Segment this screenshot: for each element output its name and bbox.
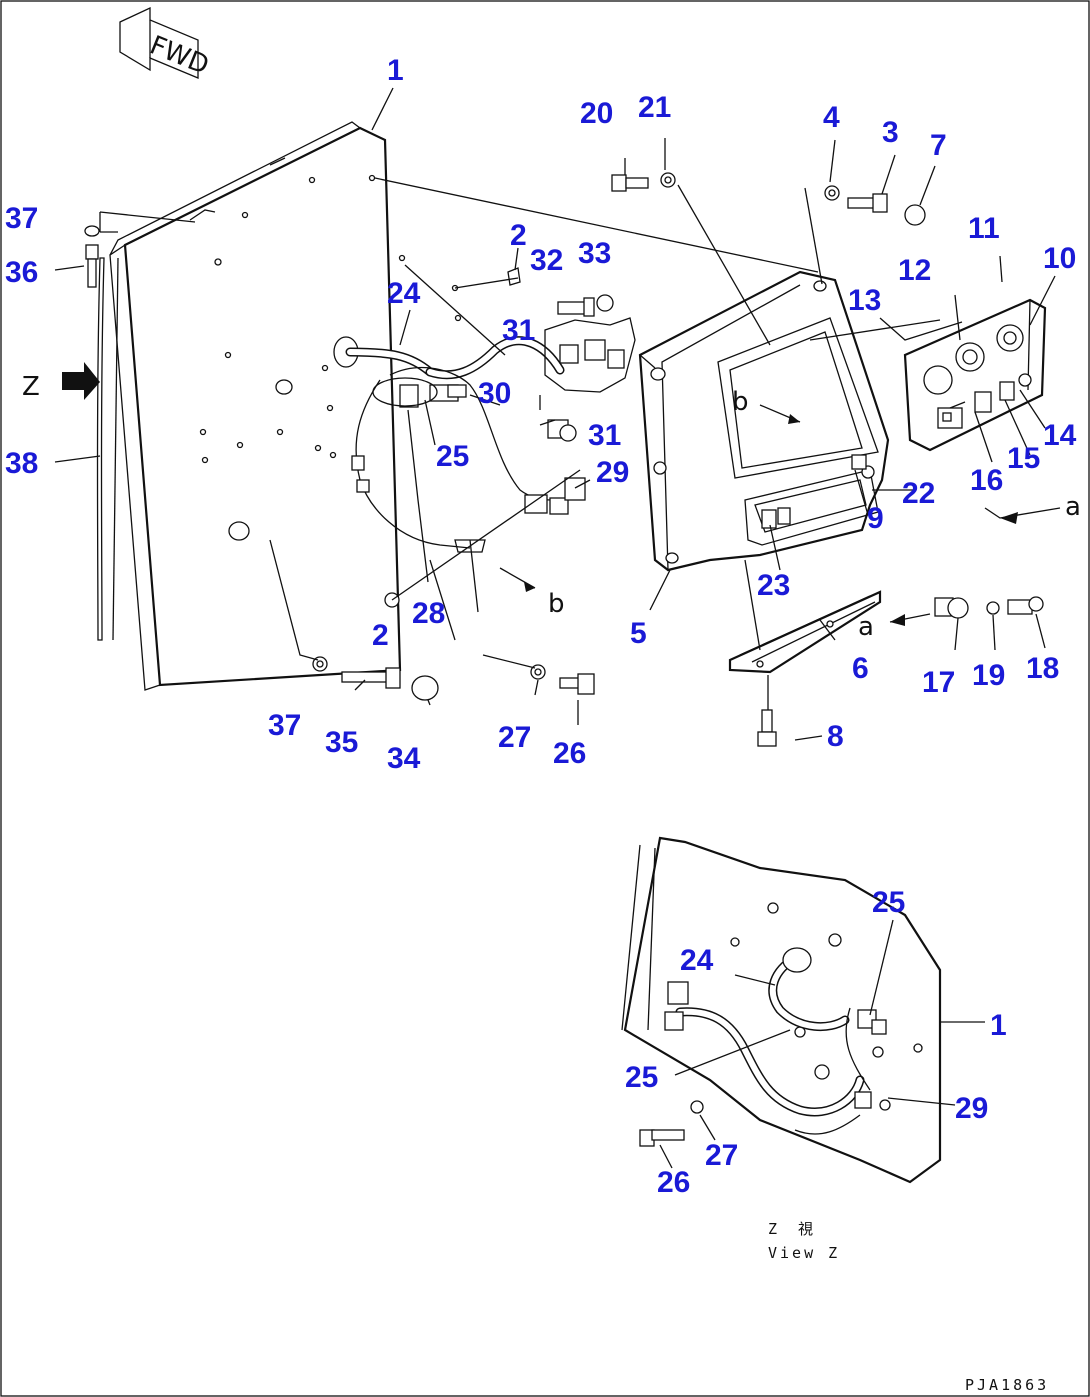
forward-label: FWD bbox=[145, 30, 213, 81]
knob-18 bbox=[1007, 596, 1044, 615]
callout-2-bottom[interactable]: 2 bbox=[372, 619, 389, 652]
callout-14[interactable]: 14 bbox=[1043, 419, 1077, 452]
callout-21[interactable]: 21 bbox=[638, 91, 671, 124]
callout-23[interactable]: 23 bbox=[757, 569, 790, 602]
callout-1[interactable]: 1 bbox=[387, 54, 404, 87]
callout-19[interactable]: 19 bbox=[972, 659, 1005, 692]
washer-37-bottom bbox=[312, 656, 328, 672]
view-z-arrow: Z bbox=[22, 362, 100, 402]
instrument-panel bbox=[903, 298, 1047, 452]
callout-15[interactable]: 15 bbox=[1007, 442, 1040, 475]
view-z-caption-jp: Z 視 bbox=[768, 1220, 816, 1238]
view-z-arrow-icon bbox=[62, 362, 100, 400]
drawing-number: PJA1863 bbox=[965, 1376, 1049, 1394]
leader-lines bbox=[54, 87, 1056, 741]
cap-34 bbox=[411, 675, 439, 701]
forward-arrow-icon: FWD bbox=[119, 6, 213, 81]
callout-7[interactable]: 7 bbox=[930, 129, 947, 162]
arrow-b-label-top: b bbox=[732, 387, 749, 417]
washer-19 bbox=[986, 601, 1000, 615]
bolt-26 bbox=[559, 673, 595, 695]
bolt-36 bbox=[85, 244, 99, 288]
seal-strip bbox=[96, 257, 119, 641]
callout-16[interactable]: 16 bbox=[970, 464, 1003, 497]
callout-5[interactable]: 5 bbox=[630, 617, 647, 650]
washer-4 bbox=[824, 185, 840, 201]
inset-callout-27[interactable]: 27 bbox=[705, 1139, 738, 1172]
washer-21 bbox=[660, 172, 676, 188]
switch-17 bbox=[934, 597, 969, 619]
callout-10[interactable]: 10 bbox=[1043, 242, 1076, 275]
bottom-plate bbox=[728, 590, 882, 674]
view-z-inset: Z 視 View Z bbox=[621, 836, 985, 1262]
callout-20[interactable]: 20 bbox=[580, 97, 613, 130]
callout-25[interactable]: 25 bbox=[436, 440, 469, 473]
callout-34[interactable]: 34 bbox=[387, 742, 421, 775]
callout-30[interactable]: 30 bbox=[478, 377, 511, 410]
callout-38[interactable]: 38 bbox=[5, 447, 38, 480]
callout-18[interactable]: 18 bbox=[1026, 652, 1059, 685]
arrow-b-label-bottom: b bbox=[548, 589, 565, 619]
bolt-8 bbox=[757, 709, 777, 747]
arrow-a: a a bbox=[858, 492, 1081, 642]
callout-8[interactable]: 8 bbox=[827, 720, 844, 753]
dashboard-cover bbox=[638, 270, 890, 572]
clip-2-top bbox=[507, 267, 521, 286]
bolt-32 bbox=[557, 297, 595, 317]
callouts-main: 1 2 32 33 24 31 30 31 25 29 37 36 38 2 2… bbox=[5, 54, 1077, 775]
callout-6[interactable]: 6 bbox=[852, 652, 869, 685]
arrow-b: b b bbox=[499, 387, 801, 619]
callout-27[interactable]: 27 bbox=[498, 721, 531, 754]
callout-28[interactable]: 28 bbox=[412, 597, 445, 630]
callout-22[interactable]: 22 bbox=[902, 477, 935, 510]
callout-13[interactable]: 13 bbox=[848, 284, 881, 317]
view-z-caption-en: View Z bbox=[768, 1244, 840, 1262]
callout-11[interactable]: 11 bbox=[968, 212, 1000, 245]
cap-7 bbox=[904, 204, 926, 226]
callout-2-top[interactable]: 2 bbox=[510, 219, 527, 252]
callout-24[interactable]: 24 bbox=[387, 277, 421, 310]
arrow-a-label-top: a bbox=[1065, 492, 1081, 522]
callouts-view-z: 25 24 1 25 29 27 26 bbox=[625, 886, 1007, 1199]
callout-29[interactable]: 29 bbox=[596, 456, 629, 489]
callout-3[interactable]: 3 bbox=[882, 116, 899, 149]
washer-37-top bbox=[84, 225, 100, 237]
inset-callout-26[interactable]: 26 bbox=[657, 1166, 690, 1199]
callout-17[interactable]: 17 bbox=[922, 666, 955, 699]
hose-assembly bbox=[333, 317, 636, 553]
bolt-3 bbox=[847, 193, 888, 213]
inset-callout-25-top[interactable]: 25 bbox=[872, 886, 905, 919]
bolt-20 bbox=[611, 174, 649, 192]
callout-31-top[interactable]: 31 bbox=[502, 314, 535, 347]
callout-37-top[interactable]: 37 bbox=[5, 202, 38, 235]
bolt-35 bbox=[341, 667, 401, 689]
callout-33[interactable]: 33 bbox=[578, 237, 611, 270]
callout-4[interactable]: 4 bbox=[823, 101, 840, 134]
callout-9[interactable]: 9 bbox=[867, 502, 884, 535]
inset-callout-1[interactable]: 1 bbox=[990, 1009, 1007, 1042]
callout-31-bottom[interactable]: 31 bbox=[588, 419, 621, 452]
callout-26[interactable]: 26 bbox=[553, 737, 586, 770]
callout-37-bottom[interactable]: 37 bbox=[268, 709, 301, 742]
view-z-label: Z bbox=[22, 372, 40, 402]
arrow-a-label-bottom: a bbox=[858, 612, 874, 642]
nut-33 bbox=[596, 294, 614, 312]
callout-32[interactable]: 32 bbox=[530, 244, 563, 277]
callout-35[interactable]: 35 bbox=[325, 726, 358, 759]
inset-callout-25-bottom[interactable]: 25 bbox=[625, 1061, 658, 1094]
inset-callout-29[interactable]: 29 bbox=[955, 1092, 988, 1125]
callout-12[interactable]: 12 bbox=[898, 254, 931, 287]
callout-36[interactable]: 36 bbox=[5, 256, 38, 289]
inset-callout-24[interactable]: 24 bbox=[680, 944, 714, 977]
